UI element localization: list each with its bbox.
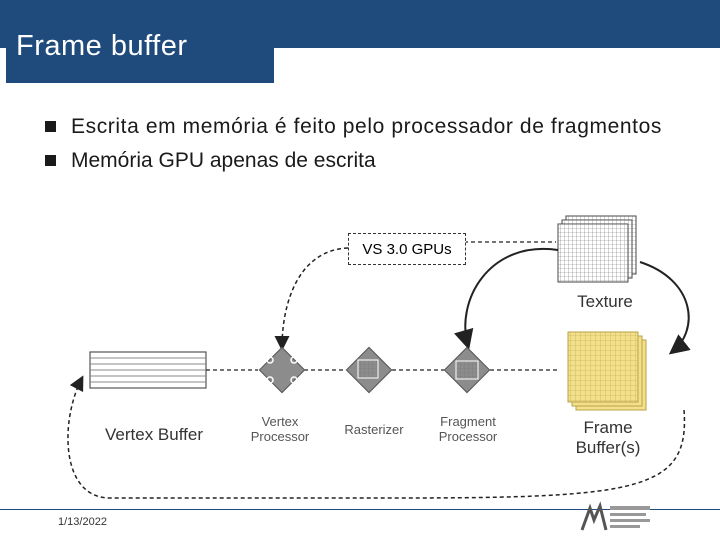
bullet-list: Escrita em memória é feito pelo processa… [44, 114, 684, 174]
bullet-square-icon [45, 155, 56, 166]
vs-gpu-label: VS 3.0 GPUs [348, 233, 466, 265]
rasterizer-icon [345, 346, 393, 394]
bullet-square-icon [45, 121, 56, 132]
fragment-processor-icon [443, 346, 491, 394]
vertex-processor-icon [258, 346, 306, 394]
bullet-text: Escrita em memória é feito pelo processa… [71, 115, 662, 138]
texture-to-fragment-arrow [454, 247, 559, 350]
vertex-buffer-icon [89, 351, 207, 389]
frame-buffer-icon [567, 331, 647, 411]
rasterizer-label: Rasterizer [344, 422, 404, 437]
feedback-arrow [639, 261, 691, 355]
vertex-buffer-label: Vertex Buffer [105, 425, 203, 444]
fragment-processor-label: Fragment Processor [438, 414, 498, 444]
slide-title: Frame buffer [16, 30, 188, 62]
bullet-text: Memória GPU apenas de escrita [71, 149, 376, 172]
bullet-item: Escrita em memória é feito pelo processa… [44, 114, 684, 140]
vertex-processor-label: Vertex Processor [250, 414, 310, 444]
lab-logo-icon [580, 501, 650, 531]
bullet-item: Memória GPU apenas de escrita [44, 148, 684, 174]
texture-stack-icon [557, 215, 637, 283]
footer-date: 1/13/2022 [58, 516, 107, 528]
vs-to-vertex-arrow [274, 247, 349, 351]
frame-buffer-label: Frame Buffer(s) [575, 418, 641, 457]
title-box [6, 27, 274, 83]
frame-to-vertex-loop [67, 375, 686, 499]
footer-divider [0, 509, 720, 510]
texture-label: Texture [577, 292, 633, 311]
